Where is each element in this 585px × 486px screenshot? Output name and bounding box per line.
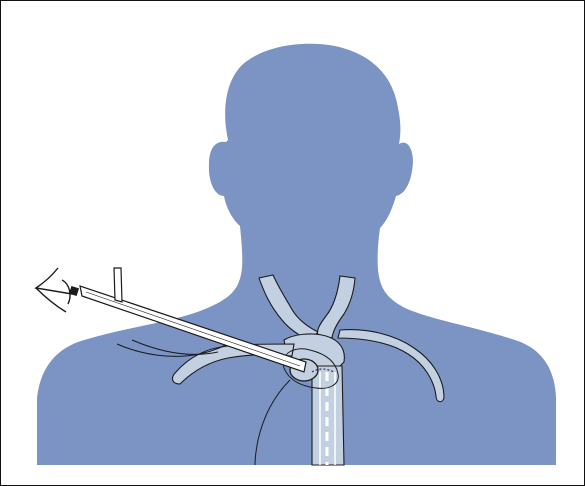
eye-upper-lid [36, 268, 72, 294]
observer-eye-icon [36, 268, 72, 312]
body-silhouette [37, 44, 556, 465]
side-port-tube [114, 268, 122, 302]
